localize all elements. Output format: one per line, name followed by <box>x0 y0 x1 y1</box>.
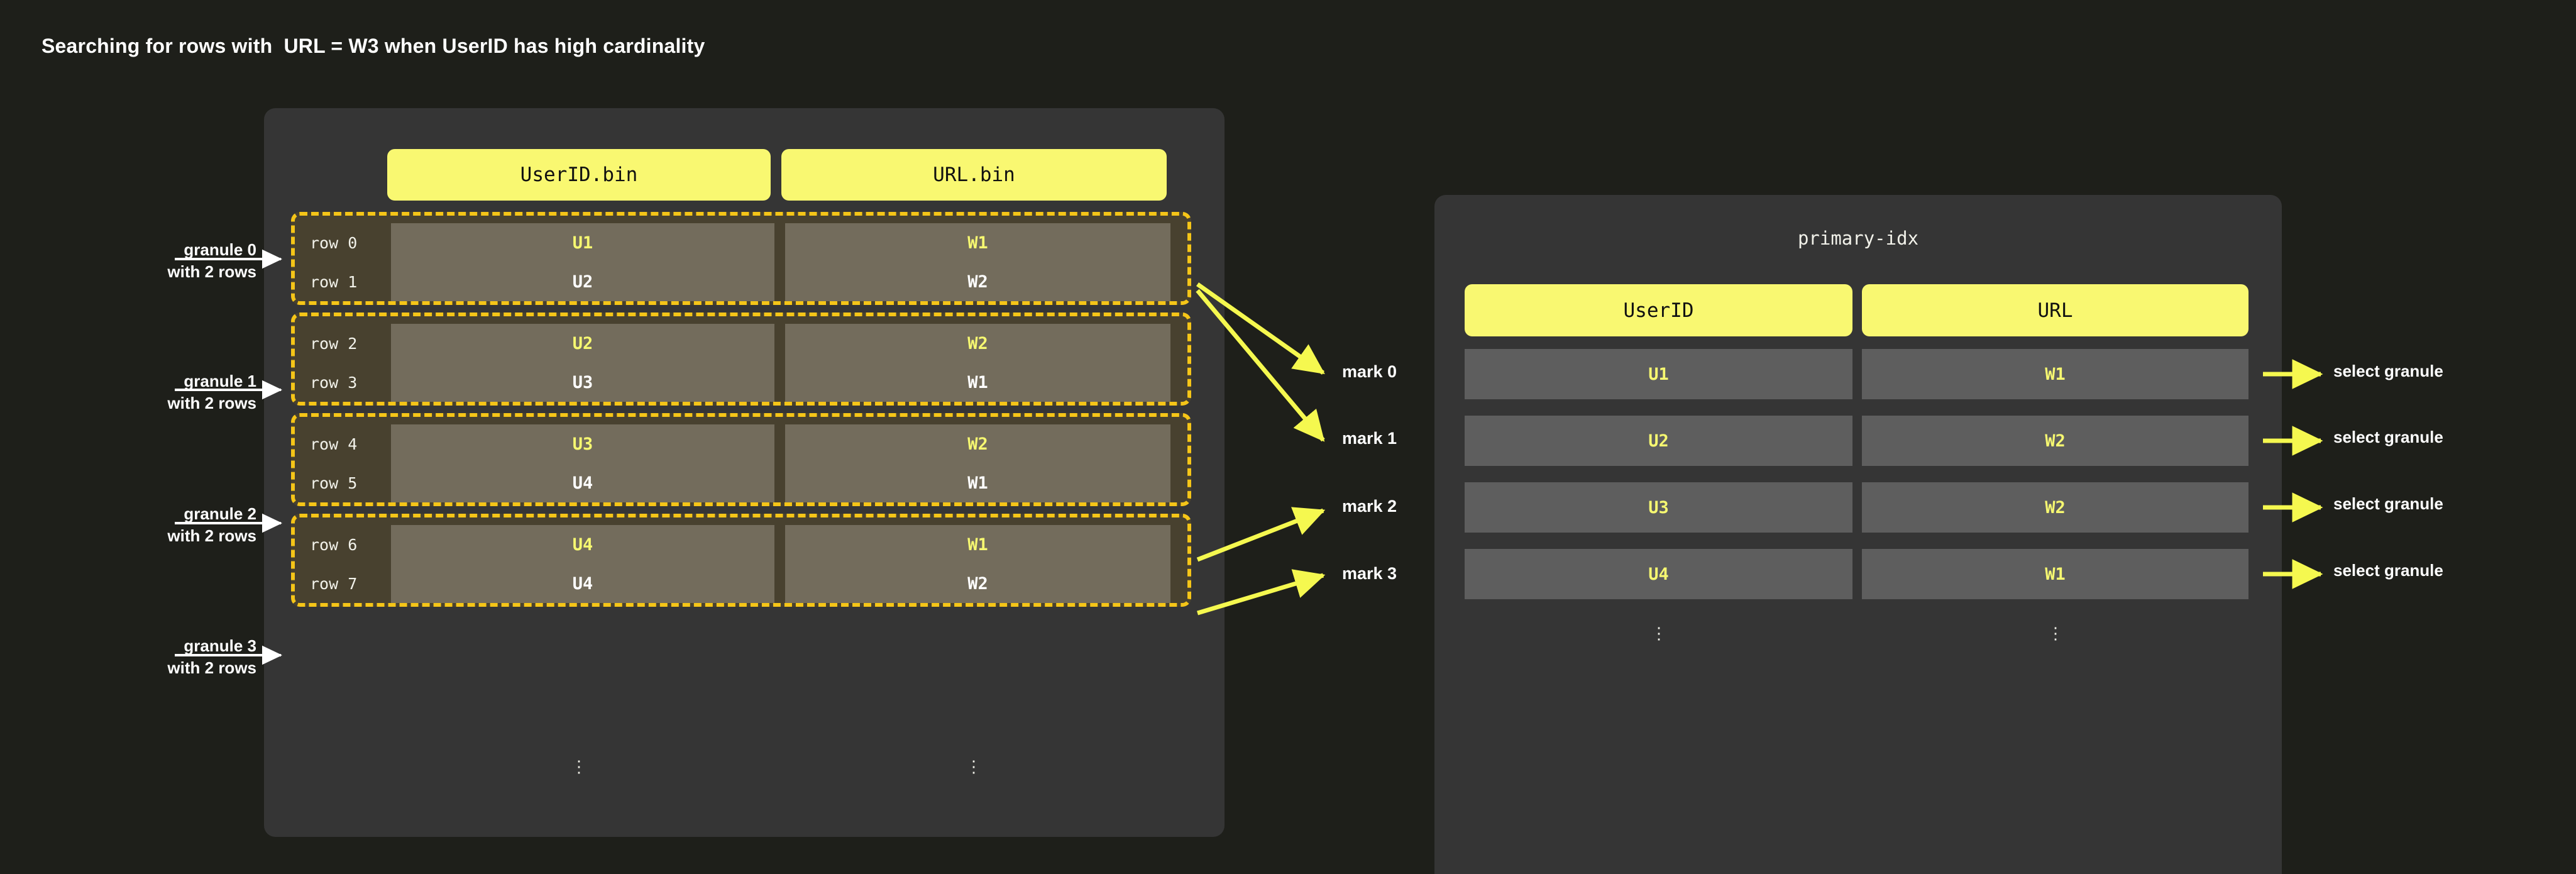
column-header-url-bin: URL.bin <box>781 149 1167 201</box>
mark-label-1: mark 1 <box>1342 429 1397 448</box>
table-row: row 2 U2 W2 <box>295 324 1187 363</box>
row-label: row 0 <box>310 233 358 252</box>
mark-label-0: mark 0 <box>1342 362 1397 381</box>
granule-box-0[interactable]: row 0 U1 W1 row 1 U2 W2 <box>291 212 1191 305</box>
index-cell-userid: U1 <box>1465 349 1852 399</box>
granule-box-3[interactable]: row 6 U4 W1 row 7 U4 W2 <box>291 514 1191 607</box>
table-row: row 7 U4 W2 <box>295 564 1187 603</box>
page-title: Searching for rows with URL = W3 when Us… <box>41 35 705 57</box>
granule-caption-3: granule 3 with 2 rows <box>167 636 256 678</box>
select-granule-label-3: select granule <box>2333 561 2443 580</box>
cell-userid: U3 <box>391 424 774 463</box>
table-row: row 1 U2 W2 <box>295 262 1187 301</box>
index-cell-userid: U2 <box>1465 416 1852 466</box>
index-ellipsis-url: ⋮ <box>2047 624 2064 643</box>
index-column-header-userid: UserID <box>1465 284 1852 336</box>
column-ellipsis-userid: ⋮ <box>571 758 587 777</box>
row-label: row 6 <box>310 535 358 554</box>
cell-url: W2 <box>785 564 1170 603</box>
row-label: row 7 <box>310 574 358 593</box>
table-row: row 5 U4 W1 <box>295 463 1187 502</box>
index-cell-url: W2 <box>1862 482 2248 533</box>
cell-url: W2 <box>785 324 1170 363</box>
cell-userid: U1 <box>391 223 774 262</box>
index-cell-userid: U4 <box>1465 549 1852 599</box>
select-granule-label-1: select granule <box>2333 428 2443 446</box>
cell-url: W2 <box>785 262 1170 301</box>
granule-box-1[interactable]: row 2 U2 W2 row 3 U3 W1 <box>291 313 1191 406</box>
mark-label-2: mark 2 <box>1342 497 1397 516</box>
row-label: row 3 <box>310 373 358 392</box>
index-cell-userid: U3 <box>1465 482 1852 533</box>
granule-box-2[interactable]: row 4 U3 W2 row 5 U4 W1 <box>291 413 1191 506</box>
row-label: row 4 <box>310 434 358 453</box>
cell-url: W1 <box>785 223 1170 262</box>
index-cell-url: W1 <box>1862 349 2248 399</box>
cell-userid: U3 <box>391 363 774 402</box>
column-header-userid-bin: UserID.bin <box>387 149 771 201</box>
cell-userid: U2 <box>391 324 774 363</box>
cell-userid: U4 <box>391 525 774 564</box>
index-cell-url: W2 <box>1862 416 2248 466</box>
granule-caption-2: granule 2 with 2 rows <box>167 504 256 546</box>
granule-caption-1: granule 1 with 2 rows <box>167 372 256 413</box>
select-granule-label-2: select granule <box>2333 494 2443 513</box>
row-label: row 1 <box>310 272 358 291</box>
table-row: row 4 U3 W2 <box>295 424 1187 463</box>
cell-url: W1 <box>785 525 1170 564</box>
index-panel-title: primary-idx <box>1797 228 1919 249</box>
mark-label-3: mark 3 <box>1342 564 1397 583</box>
index-ellipsis-userid: ⋮ <box>1651 624 1667 643</box>
select-granule-label-0: select granule <box>2333 362 2443 380</box>
cell-userid: U2 <box>391 262 774 301</box>
granule-caption-0: granule 0 with 2 rows <box>167 240 256 282</box>
index-column-header-url: URL <box>1862 284 2248 336</box>
cell-userid: U4 <box>391 564 774 603</box>
cell-url: W1 <box>785 463 1170 502</box>
table-row: row 0 U1 W1 <box>295 223 1187 262</box>
cell-url: W2 <box>785 424 1170 463</box>
index-cell-url: W1 <box>1862 549 2248 599</box>
row-label: row 5 <box>310 473 358 492</box>
row-label: row 2 <box>310 334 358 353</box>
column-ellipsis-url: ⋮ <box>966 758 982 777</box>
cell-userid: U4 <box>391 463 774 502</box>
table-row: row 3 U3 W1 <box>295 363 1187 402</box>
cell-url: W1 <box>785 363 1170 402</box>
table-row: row 6 U4 W1 <box>295 525 1187 564</box>
